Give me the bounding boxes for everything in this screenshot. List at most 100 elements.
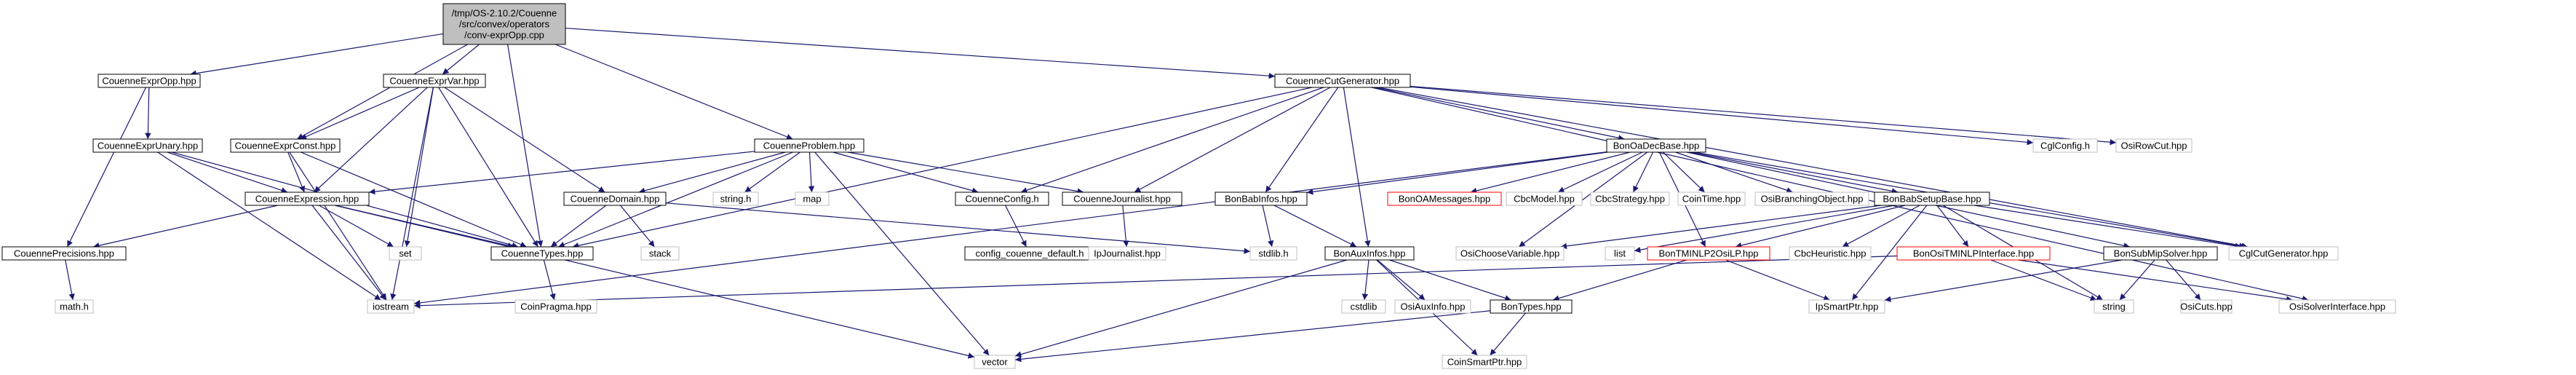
node-label: CouenneDomain.hpp	[571, 194, 660, 205]
node-CouenneExprUnary[interactable]: CouenneExprUnary.hpp	[92, 138, 203, 153]
edge-CouenneExprConst-to-CouenneTypes	[301, 151, 527, 248]
node-label: cstdlib	[1351, 301, 1378, 312]
node-CouenneProblem[interactable]: CouenneProblem.hpp	[754, 138, 864, 153]
node-CouenneExprVar[interactable]: CouenneExprVar.hpp	[383, 74, 486, 88]
node-box	[383, 74, 486, 88]
node-label: map	[803, 194, 821, 205]
edge-CouenneProblem-to-CouenneDomain	[638, 151, 786, 194]
node-label: set	[399, 248, 412, 259]
edge-CouenneExprVar-to-CouenneExpression	[314, 87, 428, 193]
edge-CouenneProblem-to-CouenneExpression	[368, 151, 755, 195]
node-box	[2115, 138, 2193, 153]
edge-BonOaDecBase-to-OsiChooseVariable	[1518, 151, 1648, 248]
node-CouenneExprOpp[interactable]: CouenneExprOpp.hpp	[98, 74, 201, 88]
edge-BonOaDecBase-to-CbcStrategy	[1632, 151, 1654, 193]
node-box	[1394, 299, 1471, 314]
node-label: IpJournalist.hpp	[1094, 248, 1161, 259]
node-BonSubMipSolver[interactable]: BonSubMipSolver.hpp	[2103, 246, 2218, 261]
node-CouenneJournalist[interactable]: CouenneJournalist.hpp	[1062, 192, 1182, 206]
node-CouenneExpression[interactable]: CouenneExpression.hpp	[245, 192, 370, 206]
edge-CouenneCutGenerator-to-BonAuxInfos	[1343, 87, 1371, 248]
edge-BonBabSetupBase-to-OsiChooseVariable	[1560, 205, 1882, 250]
node-label: CbcModel.hpp	[1514, 194, 1575, 205]
node-CouenneConfig[interactable]: CouenneConfig.h	[955, 192, 1049, 206]
node-box	[712, 192, 759, 206]
edge-CouenneExprVar-to-CouenneTypes	[438, 87, 538, 248]
node-label: iostream	[373, 301, 409, 312]
edge-BonOaDecBase-to-CbcModel	[1557, 151, 1643, 193]
node-CouennePrecisions[interactable]: CouennePrecisions.hpp	[1, 246, 127, 261]
node-OsiRowCut: OsiRowCut.hpp	[2115, 138, 2193, 153]
edge-CouenneExprVar-to-set	[404, 87, 434, 248]
node-iostream: iostream	[367, 299, 415, 314]
node-box	[955, 192, 1049, 206]
node-label: BonTypes.hpp	[1500, 301, 1561, 312]
edge-BonBabInfos-to-BonAuxInfos	[1273, 205, 1357, 248]
node-BonAuxInfos[interactable]: BonAuxInfos.hpp	[1324, 246, 1415, 261]
node-box	[92, 138, 203, 153]
node-box	[1754, 192, 1869, 206]
node-box	[795, 192, 830, 206]
edge-CouenneProblem-to-string_h	[744, 151, 800, 193]
edge-CouenneExprOpp-to-CouennePrecisions	[66, 87, 147, 248]
node-box	[1874, 192, 1990, 206]
dependency-edges	[65, 28, 2309, 363]
node-config_couenne_default[interactable]: config_couenne_default.h	[964, 246, 1095, 261]
node-box	[1506, 192, 1583, 206]
node-box	[1249, 246, 1297, 261]
node-label: OsiRowCut.hpp	[2120, 141, 2187, 151]
node-label: /tmp/OS-2.10.2/Couenne	[452, 8, 557, 19]
node-box	[1606, 138, 1706, 153]
node-CouenneTypes[interactable]: CouenneTypes.hpp	[490, 246, 594, 261]
node-box	[1341, 299, 1386, 314]
node-CglConfig: CglConfig.h	[2032, 138, 2098, 153]
edge-CouenneProblem-to-CouenneTypes	[558, 151, 793, 248]
node-label: BonSubMipSolver.hpp	[2114, 248, 2208, 259]
edge-CouenneCutGenerator-to-CouenneConfig	[1020, 87, 1324, 194]
edge-BonSubMipSolver-to-string	[2119, 259, 2155, 301]
edge-BonAuxInfos-to-OsiAuxInfo	[1377, 259, 1426, 301]
edge-BonTMINLP2OsiLP-to-BonTypes	[1552, 259, 1687, 301]
node-BonOaDecBase[interactable]: BonOaDecBase.hpp	[1606, 138, 1706, 153]
edge-BonSubMipSolver-to-IpSmartPtr	[1884, 259, 2122, 302]
edge-root-to-CouenneProblem	[555, 44, 793, 140]
node-label: OsiCuts.hpp	[2180, 301, 2233, 312]
node-BonTMINLP2OsiLP[interactable]: BonTMINLP2OsiLP.hpp	[1647, 246, 1770, 261]
node-root[interactable]: /tmp/OS-2.10.2/Couenne/src/convex/operat…	[442, 3, 566, 45]
node-box	[367, 299, 415, 314]
node-BonTypes[interactable]: BonTypes.hpp	[1490, 299, 1573, 314]
node-label: config_couenne_default.h	[976, 248, 1084, 259]
node-CouenneDomain[interactable]: CouenneDomain.hpp	[563, 192, 667, 206]
node-BonOsiTMINLPInterface[interactable]: BonOsiTMINLPInterface.hpp	[1896, 246, 2051, 261]
node-label: string	[2102, 301, 2126, 312]
node-label: BonTMINLP2OsiLP.hpp	[1658, 248, 1758, 259]
node-math_h: math.h	[55, 299, 94, 314]
node-BonBabSetupBase[interactable]: BonBabSetupBase.hpp	[1874, 192, 1990, 206]
node-CouenneExprConst[interactable]: CouenneExprConst.hpp	[230, 138, 341, 153]
node-box	[1062, 192, 1182, 206]
node-label: CoinPragma.hpp	[520, 301, 592, 312]
edge-CouenneExpression-to-iostream	[311, 205, 386, 301]
node-BonOAMessages[interactable]: BonOAMessages.hpp	[1387, 192, 1502, 206]
node-CglCutGenerator: CglCutGenerator.hpp	[2228, 246, 2339, 261]
edge-BonOaDecBase-to-OsiBranchingObject	[1675, 151, 1793, 194]
node-box	[2032, 138, 2098, 153]
node-label: CouenneCutGenerator.hpp	[1286, 76, 1399, 87]
edge-CouenneCutGenerator-to-CglConfig	[1410, 86, 2034, 146]
node-vector: vector	[974, 355, 1016, 369]
node-label: OsiAuxInfo.hpp	[1401, 301, 1466, 312]
node-label: CouenneProblem.hpp	[763, 141, 855, 151]
node-box	[55, 299, 94, 314]
node-box	[1789, 246, 1872, 261]
node-label: CoinSmartPtr.hpp	[1447, 357, 1522, 368]
edge-CouenneExprUnary-to-iostream	[157, 151, 381, 301]
edge-CouenneDomain-to-stack	[619, 205, 656, 248]
node-string_h: string.h	[712, 192, 759, 206]
node-label: CouenneConfig.h	[965, 194, 1038, 205]
edge-CouenneDomain-to-stdlib_h	[665, 202, 1251, 254]
node-CouenneCutGenerator[interactable]: CouenneCutGenerator.hpp	[1274, 74, 1411, 88]
node-box	[1, 246, 127, 261]
edge-CouenneExprConst-to-CouenneExpression	[287, 151, 305, 193]
node-BonBabInfos[interactable]: BonBabInfos.hpp	[1215, 192, 1308, 206]
